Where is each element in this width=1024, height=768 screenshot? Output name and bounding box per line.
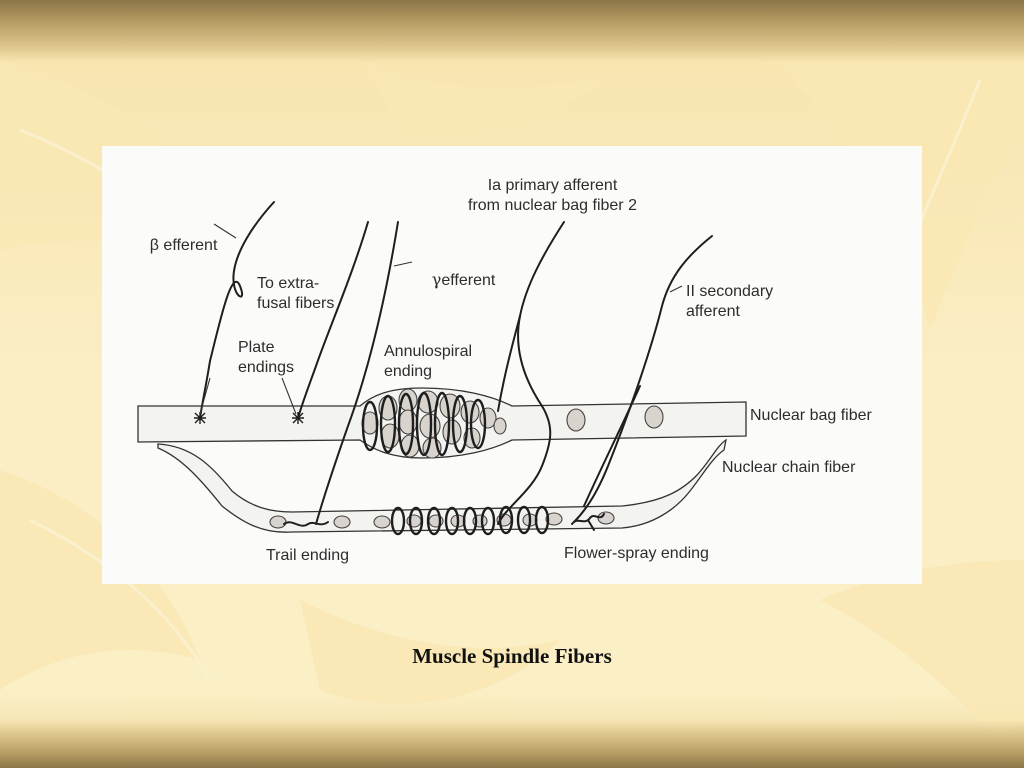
flower-spray-ending-label: Flower-spray ending <box>564 545 709 562</box>
beta-efferent-nerve <box>199 201 275 419</box>
ii-secondary-afferent-nerve <box>573 235 713 523</box>
beta-efferent-label: β efferent <box>132 216 218 276</box>
nuclear-bag-fiber-shape <box>137 387 747 459</box>
ia-branch-to-bag <box>497 315 521 412</box>
muscle-spindle-diagram: β efferent To extra- fusal fibers γeffer… <box>102 146 922 584</box>
trail-ending-squiggle <box>283 521 329 527</box>
ii-branch <box>583 385 641 507</box>
ia-primary-afferent-label: Ia primary afferent from nuclear bag fib… <box>468 177 637 214</box>
annulospiral-coils <box>361 391 487 457</box>
nuclear-bag-fiber-label: Nuclear bag fiber <box>750 407 872 424</box>
gamma-symbol: γ <box>431 270 442 289</box>
ii-secondary-afferent-label: II secondary afferent <box>686 283 774 320</box>
to-extrafusal-label: To extra- fusal fibers <box>257 275 335 312</box>
gamma-efferent-trail-nerve <box>315 221 399 525</box>
chain-fiber-coils <box>390 505 550 536</box>
beta-efferent-text: β efferent <box>149 237 218 254</box>
plate-endings-label: Plate endings <box>238 339 295 376</box>
top-gradient-band <box>0 0 1024 62</box>
bottom-gradient-band <box>0 720 1024 768</box>
gamma-efferent-label: γefferent <box>414 250 496 311</box>
gamma-efferent-upper-nerve <box>297 221 369 419</box>
annulospiral-ending-label: Annulospiral ending <box>384 343 473 380</box>
nuclear-chain-fiber-label: Nuclear chain fiber <box>722 459 856 476</box>
diagram-drawing <box>137 201 747 536</box>
flower-spray-squiggle <box>571 513 605 531</box>
plate-ending-stars <box>194 412 304 424</box>
slide-caption: Muscle Spindle Fibers <box>412 644 612 668</box>
gamma-efferent-text: efferent <box>441 272 496 289</box>
leader-lines <box>199 223 683 415</box>
ia-primary-afferent-nerve <box>497 221 565 525</box>
trail-ending-label: Trail ending <box>266 547 350 564</box>
